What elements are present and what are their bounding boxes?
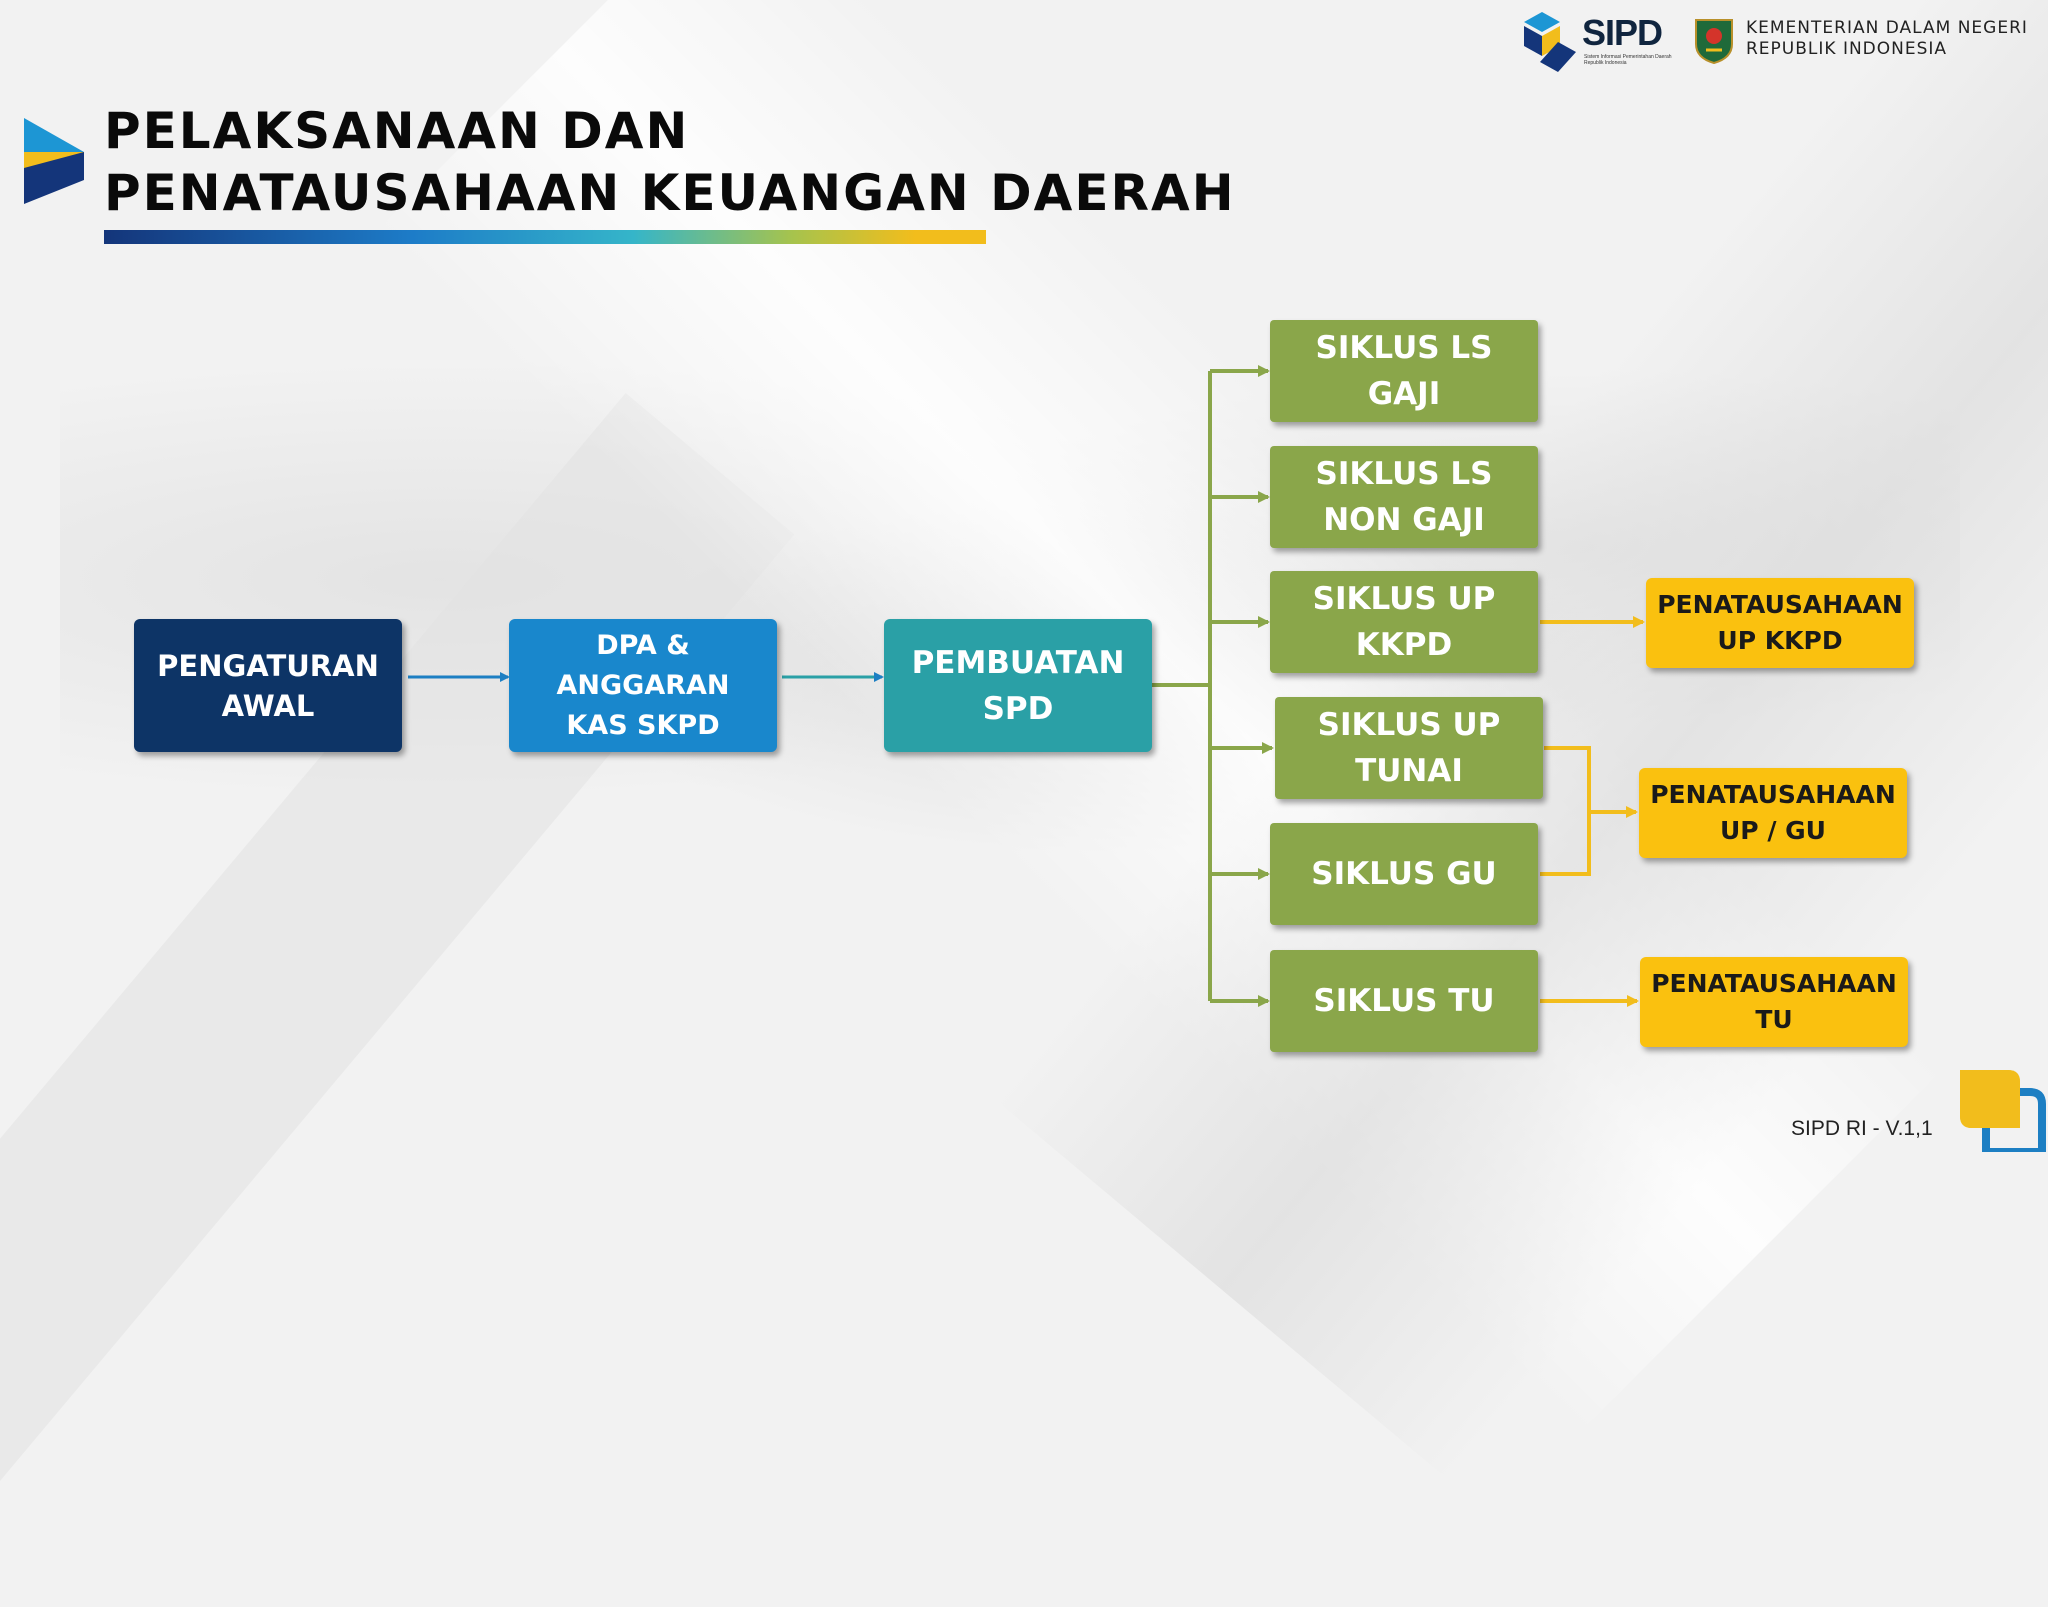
ministry-name: KEMENTERIAN DALAM NEGERI REPUBLIK INDONE… (1746, 18, 2028, 60)
node-dpa-anggaran: DPA & ANGGARAN KAS SKPD (509, 619, 777, 752)
page-title-line2: PENATAUSAHAAN KEUANGAN DAERAH (104, 164, 1236, 222)
version-label: SIPD RI - V.1,1 (1791, 1117, 1933, 1140)
node-siklus-tu: SIKLUS TU (1270, 950, 1538, 1052)
sipd-logo-subtext: Sistem Informasi Pemerintahan Daerah Rep… (1584, 54, 1672, 66)
title-arrow-icon (24, 118, 84, 204)
node-siklus-gu: SIKLUS GU (1270, 823, 1538, 925)
node-penatausahaan-tu: PENATAUSAHAAN TU (1640, 957, 1908, 1047)
node-siklus-ls-gaji: SIKLUS LS GAJI (1270, 320, 1538, 422)
title-underline (104, 230, 986, 244)
sipd-logo: SIPD Sistem Informasi Pemerintahan Daera… (1524, 12, 1684, 72)
sipd-logo-text: SIPD (1582, 12, 1663, 53)
node-penatausahaan-up-gu: PENATAUSAHAAN UP / GU (1639, 768, 1907, 858)
connector-up-tunai-gu (1540, 746, 1591, 876)
node-penatausahaan-up-kkpd: PENATAUSAHAAN UP KKPD (1646, 578, 1914, 668)
corner-logo-icon (1960, 1070, 2046, 1152)
page-title-line1: PELAKSANAAN DAN (104, 102, 690, 160)
ministry-line1: KEMENTERIAN DALAM NEGERI (1746, 18, 2028, 38)
node-siklus-up-kkpd: SIKLUS UP KKPD (1270, 571, 1538, 673)
sipd-logo-icon (1524, 12, 1576, 72)
node-siklus-up-tunai: SIKLUS UP TUNAI (1275, 697, 1543, 799)
ministry-emblem-icon (1695, 19, 1733, 64)
node-siklus-ls-non-gaji: SIKLUS LS NON GAJI (1270, 446, 1538, 548)
flow-connectors (408, 365, 1645, 1007)
node-pengaturan-awal: PENGATURAN AWAL (134, 619, 402, 752)
node-pembuatan-spd: PEMBUATAN SPD (884, 619, 1152, 752)
page-title: PELAKSANAAN DAN PENATAUSAHAAN KEUANGAN D… (104, 100, 1236, 224)
ministry-line2: REPUBLIK INDONESIA (1746, 39, 1948, 59)
